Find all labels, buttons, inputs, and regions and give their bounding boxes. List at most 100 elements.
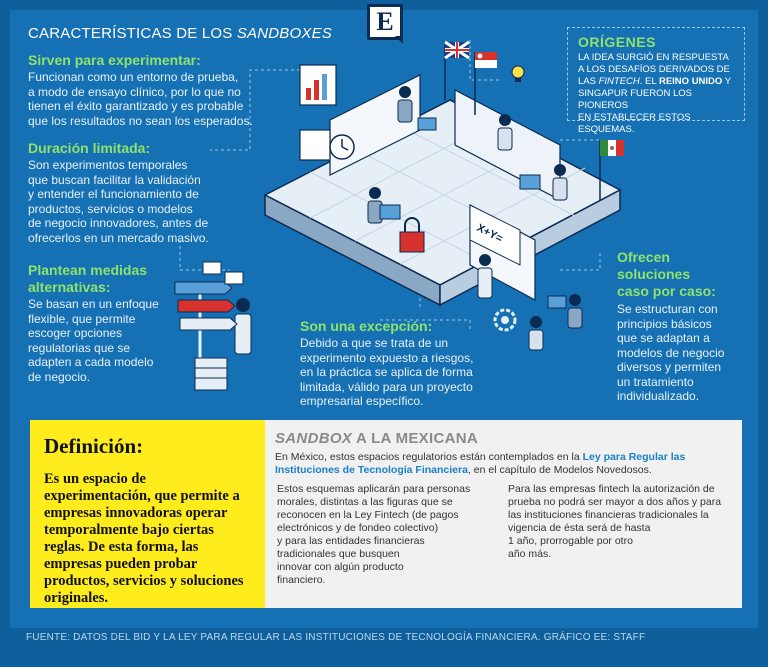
main-title-italic: SANDBOXES	[236, 25, 332, 42]
mexicana-col1-line: electrónicos y de fondeo colectivo)	[277, 522, 439, 534]
origenes-body: LA IDEA SURGIÓ EN RESPUESTA A LOS DESAFÍ…	[578, 52, 734, 136]
origenes-reino-unido: REINO UNIDO	[658, 76, 723, 87]
soluciones-line: modelos de negocio	[617, 345, 725, 360]
mexicana-col1-line: y para las entidades financieras	[277, 535, 425, 547]
origenes-text: LAS	[578, 76, 599, 87]
chart-screens	[299, 64, 355, 161]
duracion-line: que buscan facilitar la validación	[28, 172, 201, 187]
definicion-box: Definición: Es un espacio de experimenta…	[30, 420, 265, 608]
soluciones-title-line: Ofrecen	[617, 249, 670, 265]
mexicana-title-italic: SANDBOX	[275, 430, 353, 447]
mexicana-col2-line: 1 año, prorrogable por otro	[508, 535, 633, 547]
origenes-line: EN ESTABLECER ESTOS ESQUEMAS.	[578, 112, 691, 135]
excepcion-line: limitada, válido para un proyecto	[300, 379, 473, 394]
definicion-line: empresas pueden probar	[44, 556, 198, 572]
mexicana-title: SANDBOX A LA MEXICANA	[275, 430, 732, 447]
mexicana-col2-line: las instituciones financieras tradiciona…	[508, 509, 709, 521]
mexico-flag-icon	[599, 140, 624, 200]
logo-letter: E	[376, 7, 394, 36]
mexicana-col1-line: Estos esquemas aplicarán para personas	[277, 483, 471, 495]
origenes-box: ORÍGENES LA IDEA SURGIÓ EN RESPUESTA A L…	[567, 27, 745, 135]
origenes-line: LA IDEA SURGIÓ EN RESPUESTA	[578, 52, 729, 63]
origenes-fintech-italic: FINTECH	[598, 76, 640, 87]
soluciones-line: que se adaptan a	[617, 331, 710, 345]
lightbulb-icon	[511, 65, 525, 82]
signpost-icon	[174, 281, 238, 391]
soluciones-line: un tratamiento	[617, 374, 694, 389]
soluciones-line: diversos y permiten	[617, 360, 722, 374]
soluciones-title: Ofrecen soluciones caso por caso:	[617, 249, 716, 300]
definicion-line: experimentación, que permite a	[44, 488, 240, 504]
origenes-text: . EL	[639, 76, 659, 87]
ley-fintech-link[interactable]: Instituciones de Tecnología Financiera	[275, 464, 468, 476]
excepcion-title: Son una excepción:	[300, 318, 433, 334]
experimentar-line: a modo de ensayo clínico, por lo que no	[28, 84, 241, 99]
soluciones-body: Se estructuran con principios básicos qu…	[617, 302, 724, 404]
mexicana-col1-line: morales, distintas a las figuras que se	[277, 496, 453, 508]
ley-fintech-link[interactable]: Ley para Regular las	[582, 451, 686, 463]
mexicana-col2-line: prueba no podrá ser mayor a dos años y p…	[508, 496, 722, 508]
duracion-body: Son experimentos temporales que buscan f…	[28, 158, 209, 245]
mexicana-column-2: Para las empresas fintech la autorizació…	[508, 483, 723, 561]
mexicana-col1-line: reconocen en la Ley Fintech (de pagos	[277, 509, 459, 521]
definicion-text: Es un espacio de experimentación, que pe…	[44, 471, 251, 607]
duracion-line: de negocio innovadores, antes de	[28, 216, 209, 230]
excepcion-body: Debido a que se trata de un experimento …	[300, 336, 473, 409]
origenes-title: ORÍGENES	[578, 34, 656, 50]
excepcion-line: empresarial específico.	[300, 394, 424, 408]
mexicana-col2-line: vigencia de ésta será de hasta	[508, 522, 651, 534]
duracion-line: ofrecerlos en un mercado masivo.	[28, 230, 209, 245]
mexicana-intro-text: , en el capítulo de Modelos Novedosos.	[467, 464, 652, 476]
duracion-line: productos, servicios o modelos	[28, 201, 193, 216]
definicion-line: empresas innovadoras operar	[44, 505, 228, 521]
mexicana-intro: En México, estos espacios regulatorios e…	[275, 451, 732, 477]
gear-icon	[493, 308, 517, 332]
experimentar-body: Funcionan como un entorno de prueba, a m…	[28, 70, 253, 128]
main-title-prefix: CARACTERÍSTICAS DE LOS	[28, 25, 237, 42]
soluciones-line: individualizado.	[617, 389, 700, 403]
medidas-line: flexible, que permite	[28, 311, 136, 326]
medidas-line: de negocio.	[28, 369, 91, 384]
definicion-line: reglas. De esta forma, las	[44, 539, 199, 555]
duracion-line: y entender el funcionamiento de	[28, 187, 199, 201]
chat-bubble-icon	[202, 261, 244, 285]
excepcion-line: experimento expuesto a riesgos,	[300, 350, 474, 365]
soluciones-line: principios básicos	[617, 316, 712, 331]
medidas-title-line: alternativas:	[28, 279, 111, 295]
experimentar-title: Sirven para experimentar:	[28, 52, 201, 68]
whiteboard: X+Y=	[469, 204, 521, 266]
excepcion-line: en la práctica se aplica de forma	[300, 365, 473, 379]
lock-icon	[399, 217, 425, 253]
medidas-line: adapten a cada modelo	[28, 355, 154, 369]
mexicana-intro-text: En México, estos espacios regulatorios e…	[275, 451, 583, 463]
definicion-line: Es un espacio de	[44, 471, 146, 487]
definicion-title: Definición:	[44, 434, 144, 458]
medidas-line: Se basan en un enfoque	[28, 297, 159, 311]
origenes-line: A LOS DESAFÍOS DERIVADOS DE	[578, 64, 730, 75]
medidas-line: regulatorias que se	[28, 340, 131, 355]
duracion-line: Son experimentos temporales	[28, 158, 188, 172]
mexicana-column-1: Estos esquemas aplicarán para personas m…	[277, 483, 477, 587]
medidas-title-line: Plantean medidas	[28, 262, 148, 278]
mexicana-col2-line: año más.	[508, 548, 552, 560]
soluciones-line: Se estructuran con	[617, 302, 718, 316]
uk-flag-icon	[444, 40, 470, 100]
laptop-icons	[379, 117, 567, 309]
experimentar-line: tienen el éxito garantizado y es probabl…	[28, 99, 244, 113]
medidas-title: Plantean medidas alternativas:	[28, 262, 147, 296]
experimentar-line: que los resultados no sean los esperados…	[28, 113, 253, 128]
mexicana-col1-line: financiero.	[277, 574, 326, 586]
people-figures	[234, 86, 583, 355]
soluciones-title-line: soluciones	[617, 266, 691, 282]
origenes-line: LAS FINTECH. EL REINO UNIDO Y	[578, 76, 734, 88]
singapore-flag-icon	[474, 52, 497, 115]
origenes-text: Y	[722, 76, 732, 87]
definicion-line: temporalmente bajo ciertas	[44, 522, 214, 538]
mexicana-box: SANDBOX A LA MEXICANA En México, estos e…	[265, 420, 742, 608]
experimentar-line: Funcionan como un entorno de prueba,	[28, 70, 239, 84]
medidas-body: Se basan en un enfoque flexible, que per…	[28, 297, 159, 384]
definicion-line: originales.	[44, 590, 109, 606]
duracion-title: Duración limitada:	[28, 140, 151, 156]
logo-tail	[395, 36, 403, 44]
mexicana-col1-line: innovar con algún producto	[277, 561, 404, 573]
